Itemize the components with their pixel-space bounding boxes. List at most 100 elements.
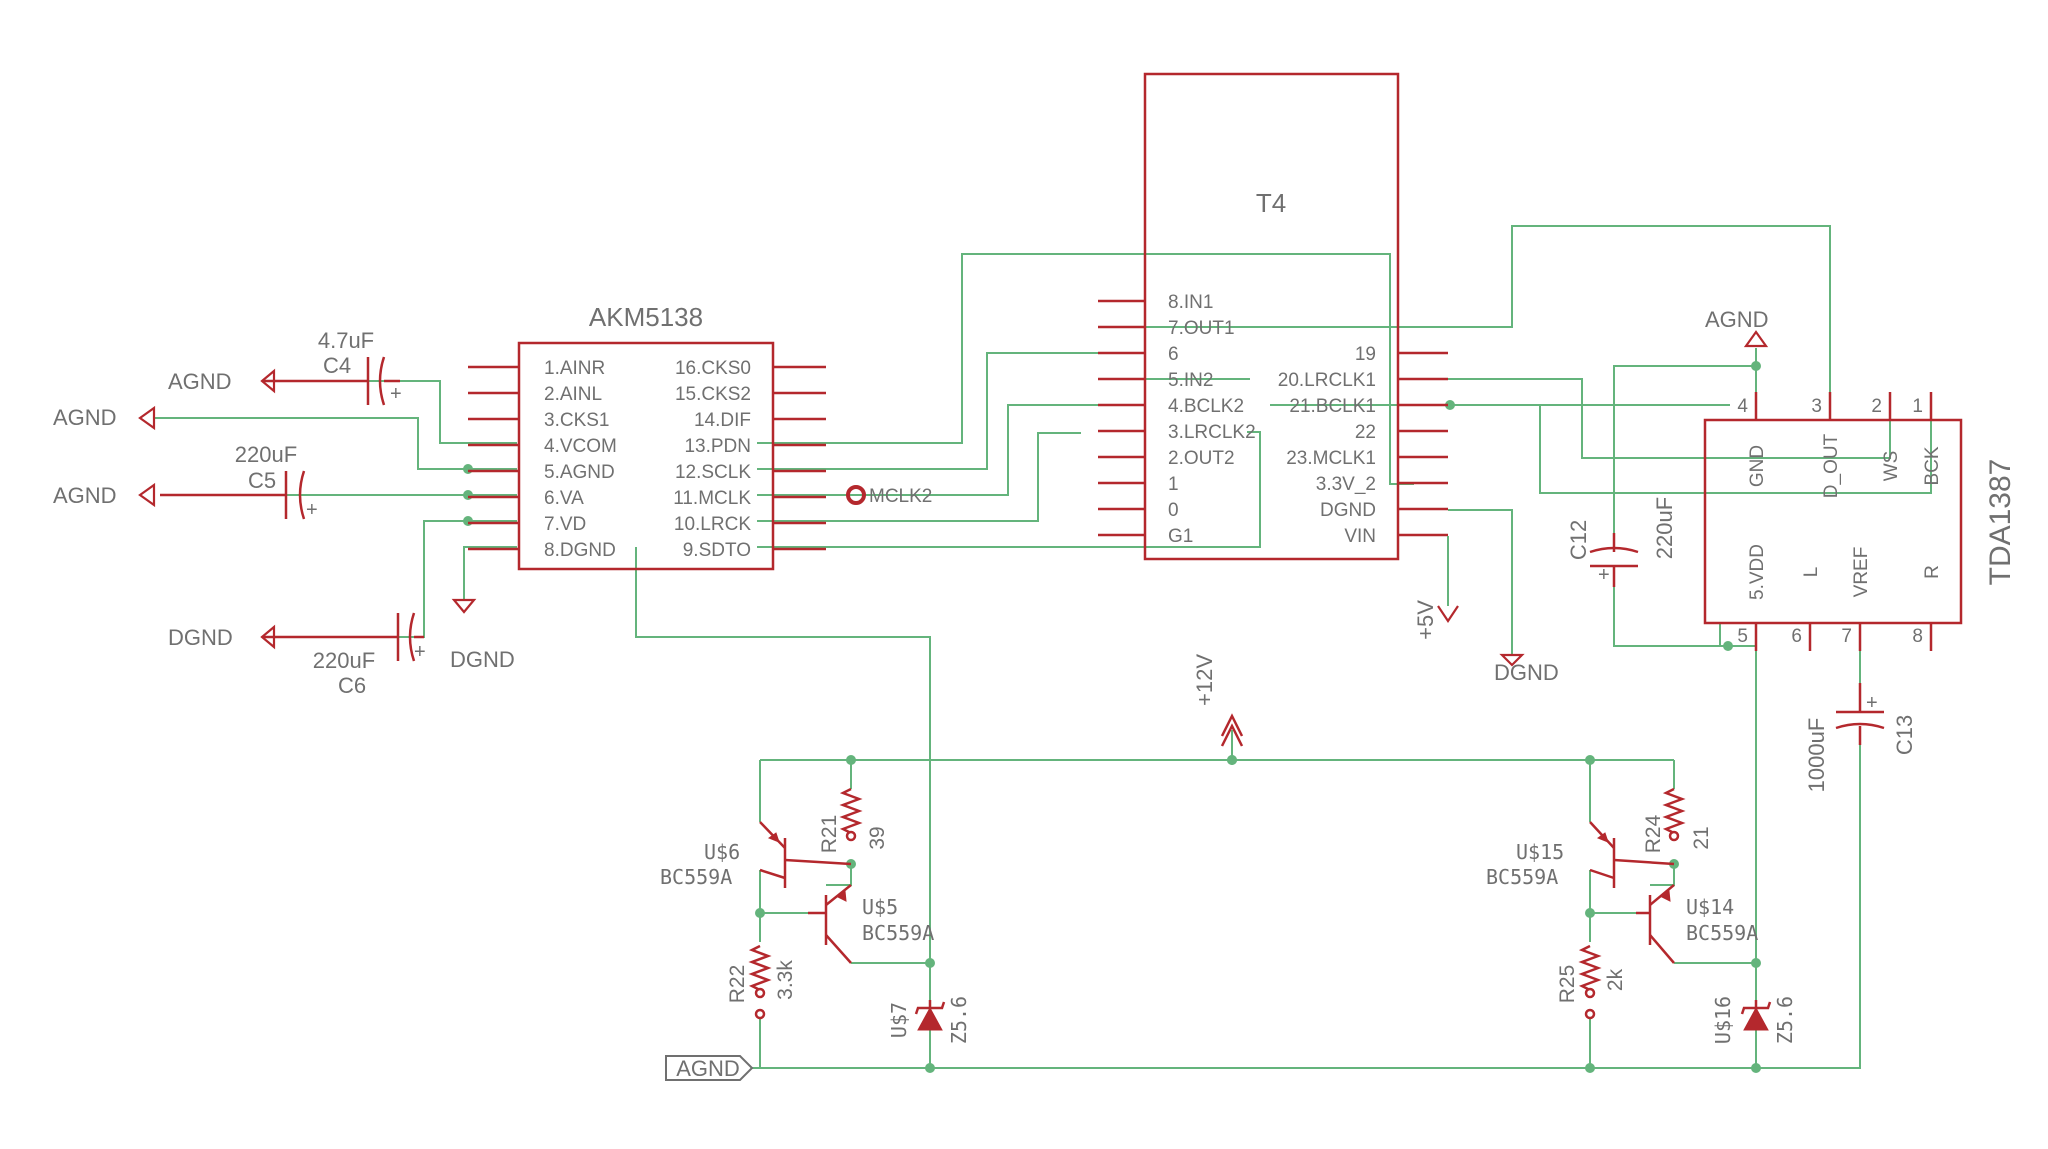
svg-text:39: 39 xyxy=(866,826,889,849)
plus5v-symbol: +5V xyxy=(1413,536,1459,640)
svg-text:21: 21 xyxy=(1690,826,1713,849)
svg-text:AGND: AGND xyxy=(676,1056,740,1081)
svg-text:U$16: U$16 xyxy=(1711,996,1735,1044)
c13-polarity: + xyxy=(1866,692,1878,714)
zener-u7: U$7 Z5.6 xyxy=(887,996,971,1044)
akm-left-pin-label-6: 7.VD xyxy=(544,514,586,535)
t4-left-pin-label-6: 2.OUT2 xyxy=(1168,448,1235,469)
agnd-symbol-vcom: AGND xyxy=(53,405,156,431)
tda-top-pin-2: WS xyxy=(1881,451,1902,482)
t4-board-name: T4 xyxy=(1256,188,1286,218)
svg-text:BC559A: BC559A xyxy=(1486,865,1558,889)
tda-bottom-num-3: 8 xyxy=(1912,626,1923,647)
svg-text:DGND: DGND xyxy=(1494,660,1559,685)
akm-right-pin-label-5: 11.MCLK xyxy=(673,488,751,509)
t4-left-pin-label-7: 1 xyxy=(1168,474,1179,495)
t4-left-pin-label-4: 4.BCLK2 xyxy=(1168,396,1244,417)
akm-right-pin-label-1: 15.CKS2 xyxy=(675,384,751,405)
t4-right-pin-label-1: 20.LRCLK1 xyxy=(1278,370,1376,391)
tda-top-pin-1: D_OUT xyxy=(1821,433,1842,498)
c6-value: 220uF xyxy=(313,648,375,673)
capacitor-c4: 4.7uF C4 + xyxy=(262,328,402,406)
akm-left-pin-label-4: 5.AGND xyxy=(544,462,615,483)
svg-text:BC559A: BC559A xyxy=(660,865,732,889)
akm-right-pins: 16.CKS015.CKS214.DIF13.PDN12.SCLK11.MCLK… xyxy=(673,358,826,561)
tda-bottom-pin-2: VREF xyxy=(1851,547,1872,598)
c4-name: C4 xyxy=(323,353,351,378)
t4-right-pins: 1920.LRCLK121.BCLK12223.MCLK13.3V_2DGNDV… xyxy=(1278,344,1448,547)
c4-polarity: + xyxy=(390,383,402,405)
svg-text:+5V: +5V xyxy=(1413,600,1438,640)
tda-bottom-pin-0: 5.VDD xyxy=(1747,544,1768,600)
capacitor-c5: 220uF C5 + xyxy=(160,442,318,521)
svg-text:3.3k: 3.3k xyxy=(774,960,797,1000)
agnd-symbol-c5: AGND xyxy=(53,482,156,508)
capacitor-c6: 220uF C6 + xyxy=(262,612,426,698)
resistor-r24: R24 21 xyxy=(1642,787,1713,853)
tda-top-pin-0: GND xyxy=(1747,445,1768,487)
tda-top-num-1: 3 xyxy=(1811,396,1822,417)
akm-right-pin-label-0: 16.CKS0 xyxy=(675,358,751,379)
svg-text:Z5.6: Z5.6 xyxy=(947,996,971,1044)
t4-right-pin-label-4: 23.MCLK1 xyxy=(1286,448,1376,469)
resistor-r25: R25 2k xyxy=(1556,944,1627,1020)
tda-top-num-2: 2 xyxy=(1871,396,1882,417)
svg-text:2k: 2k xyxy=(1604,968,1627,991)
right-regulator: R24 21 U$15 BC559A U$14 BC559A R25 2k U$… xyxy=(1486,787,1797,1044)
t4-left-pin-label-2: 6 xyxy=(1168,344,1179,365)
dgnd-symbol-c6: DGND xyxy=(168,624,276,650)
akm-left-pin-label-5: 6.VA xyxy=(544,488,584,509)
agnd-port-bottom: AGND xyxy=(665,1055,754,1081)
svg-text:BC559A: BC559A xyxy=(1686,921,1758,945)
svg-text:U$5: U$5 xyxy=(862,895,898,919)
c6-name: C6 xyxy=(338,673,366,698)
svg-text:AGND: AGND xyxy=(53,405,117,430)
t4-left-pin-label-9: G1 xyxy=(1168,526,1193,547)
svg-text:DGND: DGND xyxy=(168,625,233,650)
c5-name: C5 xyxy=(248,468,276,493)
t4-right-pin-label-6: DGND xyxy=(1320,500,1376,521)
akm-left-pin-label-1: 2.AINL xyxy=(544,384,602,405)
tda-chip-name: TDA1387 xyxy=(1984,459,2017,586)
resistor-r22: R22 3.3k xyxy=(726,944,797,1020)
dgnd-symbol-akm: DGND xyxy=(450,598,515,672)
agnd-symbol-c4: AGND xyxy=(168,368,276,394)
svg-text:R22: R22 xyxy=(726,965,749,1004)
svg-text:+12V: +12V xyxy=(1192,654,1217,706)
tda-top-num-3: 1 xyxy=(1912,396,1923,417)
c5-polarity: + xyxy=(306,499,318,521)
akm-left-pin-label-2: 3.CKS1 xyxy=(544,410,609,431)
capacitor-c13: 1000uF C13 + xyxy=(1804,683,1917,792)
svg-text:BC559A: BC559A xyxy=(862,921,934,945)
t4-board: T4 8.IN17.OUT165.IN24.BCLK23.LRCLK22.OUT… xyxy=(1098,72,1448,561)
mclk2-pad[interactable] xyxy=(846,485,866,505)
zener-u16: U$16 Z5.6 xyxy=(1711,996,1797,1044)
transistor-u6: U$6 BC559A xyxy=(660,821,852,889)
akm-left-pin-label-3: 4.VCOM xyxy=(544,436,617,457)
akm-left-pins: 1.AINR2.AINL3.CKS14.VCOM5.AGND6.VA7.VD8.… xyxy=(468,358,617,561)
tda-bottom-num-2: 7 xyxy=(1841,626,1852,647)
tda-bottom-pin-3: R xyxy=(1922,565,1943,579)
tda-bottom-num-0: 5 xyxy=(1737,626,1748,647)
resistor-r21: R21 39 xyxy=(818,787,889,854)
c12-value: 220uF xyxy=(1652,497,1677,559)
tda-top-num-0: 4 xyxy=(1737,396,1748,417)
akm-left-pin-label-7: 8.DGND xyxy=(544,540,616,561)
t4-right-pin-label-5: 3.3V_2 xyxy=(1316,474,1376,495)
svg-text:R21: R21 xyxy=(818,815,841,854)
plus12v-symbol: +12V xyxy=(1192,654,1244,747)
mclk2-label: MCLK2 xyxy=(869,486,932,507)
tda-top-pin-3: BCK xyxy=(1922,446,1943,485)
dgnd-symbol-t4: DGND xyxy=(1448,509,1559,685)
t4-left-pin-label-3: 5.IN2 xyxy=(1168,370,1213,391)
c4-value: 4.7uF xyxy=(318,328,374,353)
t4-left-pin-label-5: 3.LRCLK2 xyxy=(1168,422,1256,443)
svg-text:U$15: U$15 xyxy=(1516,840,1564,864)
left-regulator: R21 39 U$6 BC559A U$5 BC559A R22 3.3k U$… xyxy=(660,787,971,1044)
t4-right-pin-label-0: 19 xyxy=(1355,344,1376,365)
svg-text:U$7: U$7 xyxy=(887,1002,911,1038)
akm5138-chip: AKM5138 1.AINR2.AINL3.CKS14.VCOM5.AGND6.… xyxy=(468,302,932,571)
